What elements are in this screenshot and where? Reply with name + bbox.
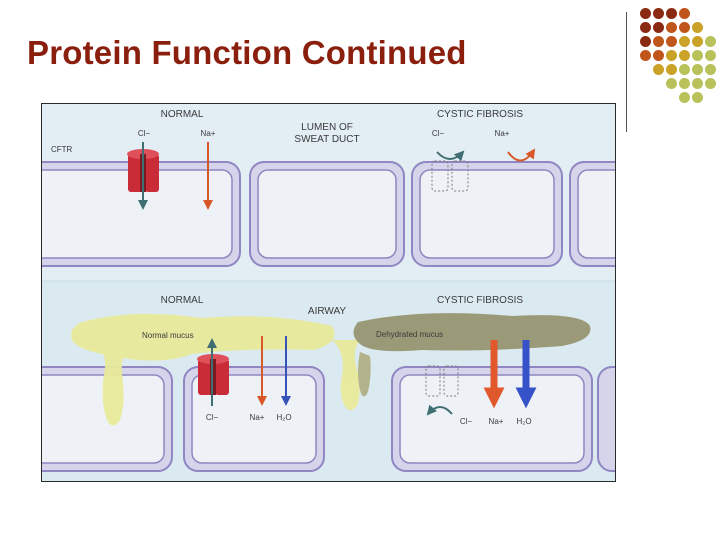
decorative-dot [653,50,664,61]
bottom-cell-row [42,366,615,472]
cl-blocked-arrow [436,150,465,162]
normal-mucus [71,313,360,426]
decorative-dot [705,64,716,75]
decorative-dot [679,36,690,47]
bottom-na-label: Na+ [250,413,265,422]
top-na-label: Na+ [201,129,216,138]
decorative-dot [666,22,677,33]
decorative-dot [653,36,664,47]
decorative-dot [640,22,651,33]
top-cl-label: Cl− [138,129,151,138]
decorative-dot [679,92,690,103]
decorative-dot [692,92,703,103]
top-cf-na-label: Na+ [495,129,510,138]
cftr-figure: NORMAL LUMEN OF SWEAT DUCT CYSTIC FIBROS… [41,103,616,482]
bottom-cf-cl-label: Cl− [460,417,473,426]
decorative-dot [653,64,664,75]
decorative-dot [666,78,677,89]
airway-label: AIRWAY [308,306,346,317]
slide-title: Protein Function Continued [27,34,467,71]
normal-mucus-label: Normal mucus [142,331,194,340]
decorative-dot [692,22,703,33]
decorative-dot [705,50,716,61]
lumen-label-line2: SWEAT DUCT [294,134,359,145]
cftr-diagram: NORMAL LUMEN OF SWEAT DUCT CYSTIC FIBROS… [42,104,615,481]
dehydrated-mucus-label: Dehydrated mucus [376,330,443,339]
cftr-label: CFTR [51,145,73,154]
decorative-rule [626,12,627,132]
top-cell-row [42,161,615,267]
lumen-label-line1: LUMEN OF [301,122,353,133]
decorative-dot [666,64,677,75]
decorative-dot [666,50,677,61]
top-cf-cl-label: Cl− [432,129,445,138]
decorative-dot [679,78,690,89]
decorative-dot [692,64,703,75]
decorative-dot [679,50,690,61]
top-cf-label: CYSTIC FIBROSIS [437,109,523,120]
decorative-dot [692,36,703,47]
bottom-cl-blocked-arrow [426,404,453,416]
bottom-water-label: H₂O [276,413,291,422]
decorative-dot-grid [640,8,720,112]
dehydrated-mucus [353,313,591,397]
decorative-dot [666,36,677,47]
na-blocked-arrow [507,148,536,162]
bottom-cf-label: CYSTIC FIBROSIS [437,295,523,306]
decorative-dot [679,22,690,33]
bottom-cl-label: Cl− [206,413,219,422]
decorative-dot [692,50,703,61]
decorative-dot [679,8,690,19]
decorative-dot [653,22,664,33]
decorative-dot [640,8,651,19]
cftr-channel-defective-bottom [425,365,459,397]
decorative-dot [705,36,716,47]
top-normal-label: NORMAL [161,109,204,120]
decorative-dot [666,8,677,19]
decorative-dot [640,36,651,47]
decorative-dot [692,78,703,89]
bottom-cf-na-label: Na+ [489,417,504,426]
bottom-normal-label: NORMAL [161,295,204,306]
decorative-dot [705,78,716,89]
decorative-dot [679,64,690,75]
bottom-cf-water-label: H₂O [516,417,531,426]
decorative-dot [653,8,664,19]
decorative-dot [640,50,651,61]
